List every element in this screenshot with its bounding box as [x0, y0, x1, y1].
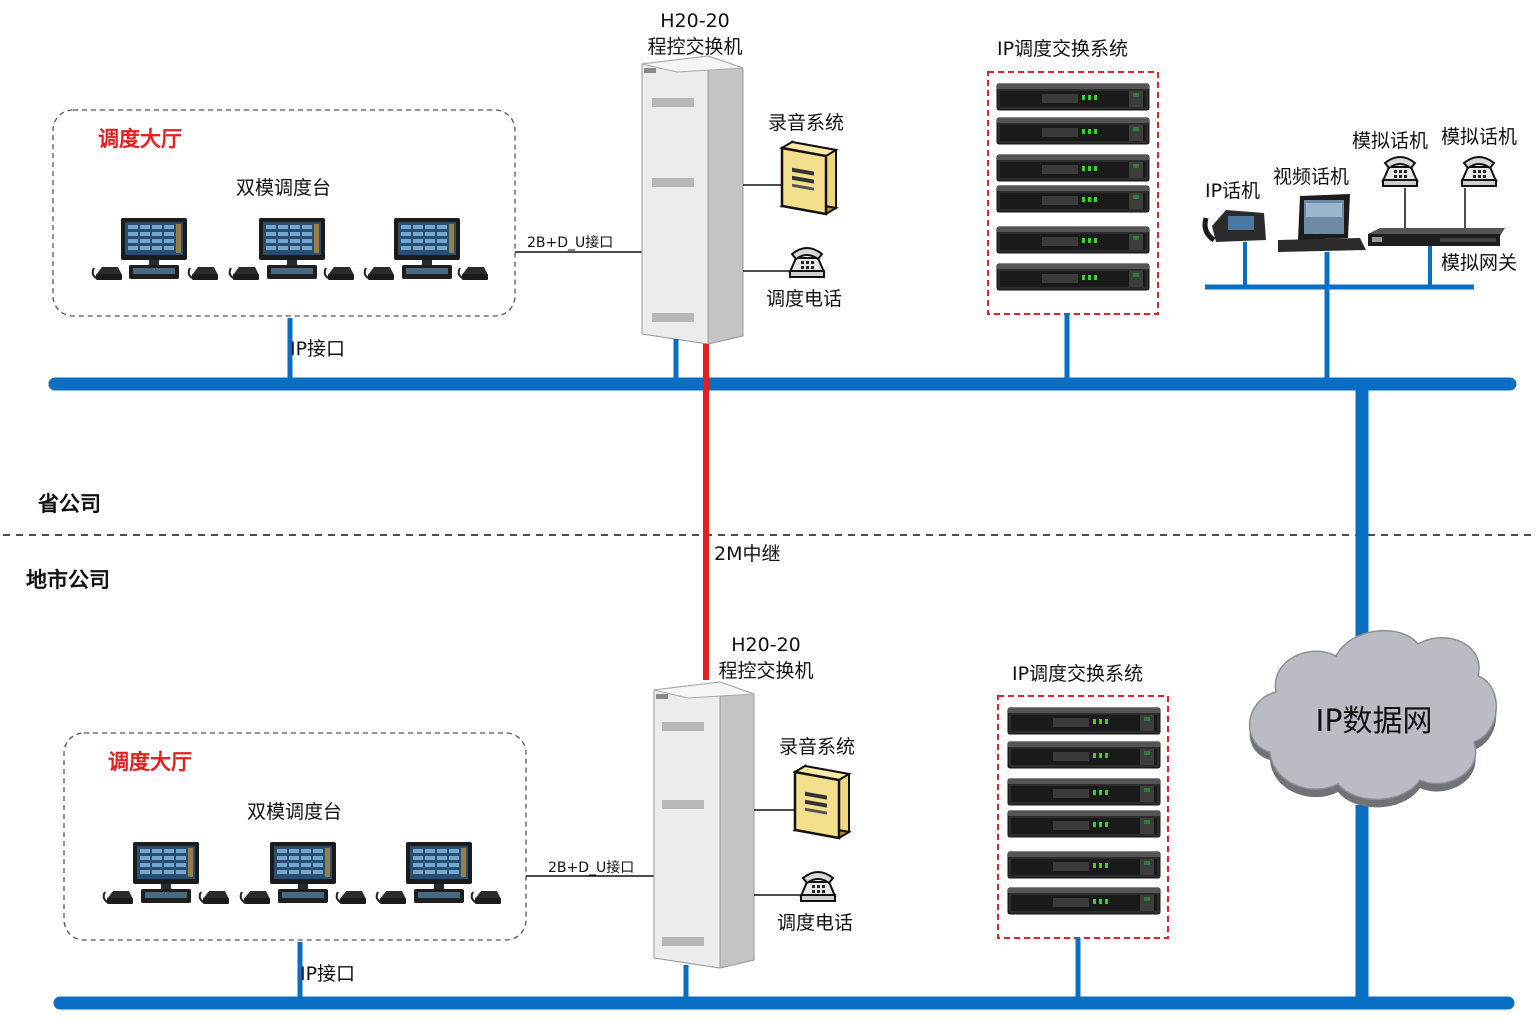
- trunk-label: 2M中继: [714, 543, 780, 565]
- cloud-icon: [1248, 630, 1498, 808]
- city-hall-region: [63, 732, 527, 941]
- province-rack-stack: [996, 83, 1150, 291]
- city-console-2: [239, 842, 367, 905]
- city-interface-label: 2B+D_U接口: [548, 859, 634, 876]
- city-pbx-cabinet: [653, 681, 755, 969]
- telephone-icon: [800, 871, 836, 902]
- province-hall-title: 调度大厅: [98, 127, 182, 151]
- province-pbx-title-line2: 程控交换机: [647, 36, 742, 58]
- video-phone-icon: [1278, 194, 1366, 252]
- analog-phone-icon-1: [1382, 156, 1418, 187]
- city-pbx-title-line2: 程控交换机: [718, 660, 813, 682]
- city-section-label: 地市公司: [26, 568, 110, 592]
- city-ip-system-label: IP调度交换系统: [1012, 663, 1143, 685]
- city-hall-title: 调度大厅: [108, 750, 192, 774]
- video-phone-label: 视频话机: [1273, 166, 1349, 188]
- province-hall-region: [52, 109, 516, 317]
- city-ip-system-frame: [997, 695, 1169, 939]
- city-console-3: [375, 842, 502, 905]
- city-ip-interface-label: IP接口: [300, 963, 355, 985]
- province-ip-system-label: IP调度交换系统: [997, 38, 1128, 60]
- ip-phone-label: IP话机: [1205, 180, 1260, 202]
- province-ip-interface-label: IP接口: [290, 338, 345, 360]
- cloud-label: IP数据网: [1316, 704, 1433, 739]
- analog-gateway-label: 模拟网关: [1441, 252, 1517, 274]
- city-phone-label: 调度电话: [777, 912, 853, 934]
- server-tower-icon: [780, 140, 838, 216]
- province-console-label: 双模调度台: [236, 177, 331, 199]
- province-pbx-cabinet: [641, 55, 744, 345]
- analog-phone-label-2: 模拟话机: [1441, 126, 1517, 148]
- province-section-label: 省公司: [37, 492, 101, 516]
- city-console-1: [102, 842, 230, 905]
- telephone-icon: [789, 247, 825, 278]
- province-phone-label: 调度电话: [766, 288, 842, 310]
- province-ip-system-frame: [987, 71, 1159, 315]
- province-pbx-title-line1: H20-20: [660, 10, 730, 32]
- province-console-1: [91, 218, 219, 281]
- city-recording-label: 录音系统: [779, 736, 855, 758]
- province-interface-label: 2B+D_U接口: [527, 234, 613, 251]
- city-pbx-title-line1: H20-20: [731, 634, 801, 656]
- city-console-label: 双模调度台: [247, 801, 342, 823]
- province-console-2: [228, 218, 355, 281]
- ip-phone-icon: [1202, 210, 1266, 243]
- analog-phone-icon-2: [1461, 156, 1497, 187]
- analog-phone-label-1: 模拟话机: [1352, 130, 1428, 152]
- gateway-icon: [1368, 228, 1505, 246]
- city-rack-stack: [1007, 707, 1161, 915]
- province-recording-label: 录音系统: [768, 112, 844, 134]
- province-console-3: [363, 218, 489, 281]
- server-tower-icon: [793, 764, 851, 840]
